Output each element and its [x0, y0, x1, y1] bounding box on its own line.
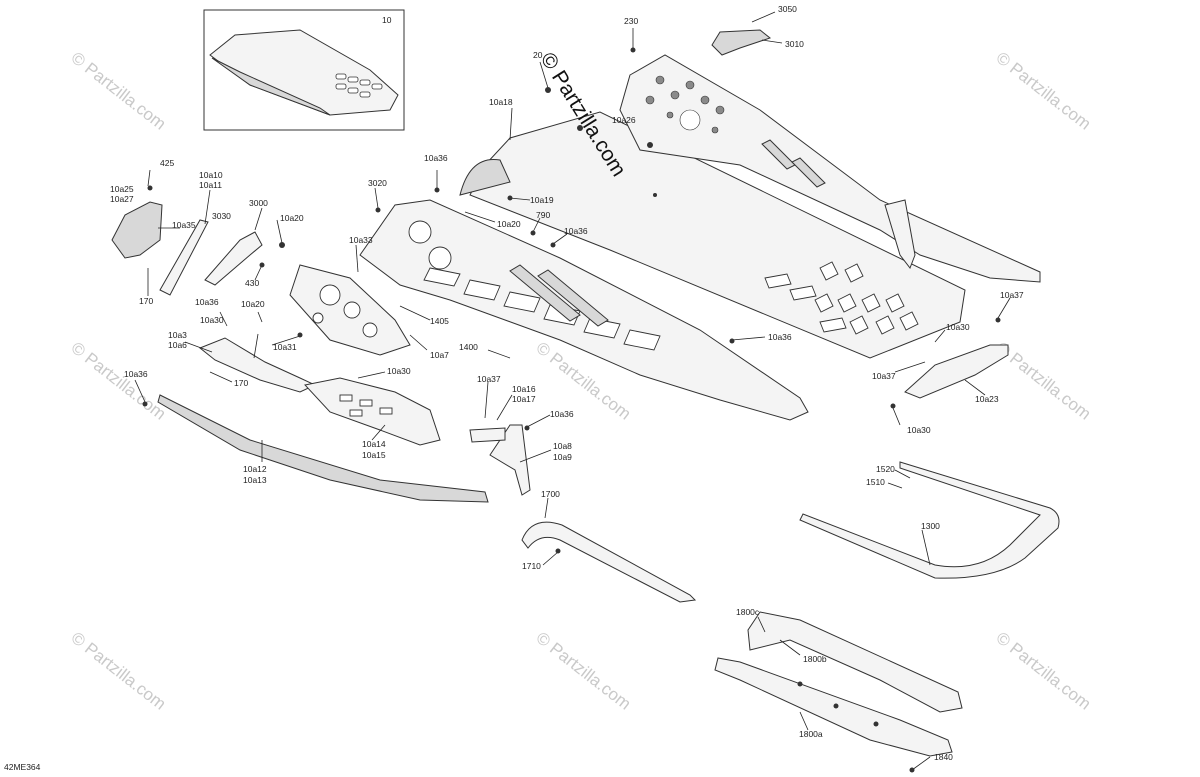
callout: 20	[533, 50, 543, 60]
callout: 1840	[934, 752, 953, 762]
top-bracket	[711, 29, 772, 56]
watermark-tile: © Partzilla.com	[533, 628, 635, 714]
callout: 10a30	[907, 425, 931, 435]
callout: 3020	[368, 178, 387, 188]
callout: 10a35	[172, 220, 196, 230]
watermark-tile: © Partzilla.com	[68, 338, 170, 424]
callout: 10a25	[110, 184, 134, 194]
callout: 10a8	[553, 441, 572, 451]
tunnel-side-left	[359, 199, 809, 421]
callout: 170	[234, 378, 248, 388]
callout: 1405	[430, 316, 449, 326]
runner-rails	[714, 611, 963, 757]
callout: 425	[160, 158, 174, 168]
callout: 10a11	[199, 180, 222, 190]
callout: 10a36	[195, 297, 219, 307]
callout: 10a18	[489, 97, 513, 107]
callout: 3010	[785, 39, 804, 49]
callout: 10a9	[553, 452, 572, 462]
inset-box: 10	[203, 9, 405, 131]
callout: 10a20	[280, 213, 304, 223]
callout: 1710	[522, 561, 541, 571]
tunnel-top-panel	[459, 111, 966, 359]
callout: 10a31	[273, 342, 297, 352]
callout: 1520	[876, 464, 895, 474]
callout: 3050	[778, 4, 797, 14]
callout: 10a30	[387, 366, 411, 376]
center-bracket	[469, 424, 531, 496]
front-bumper-strip	[157, 394, 489, 503]
callout: 10a12	[243, 464, 267, 474]
watermark-tile: © Partzilla.com	[993, 48, 1095, 134]
callout: 10a36	[564, 226, 588, 236]
callout: 170	[139, 296, 153, 306]
callout: 10a7	[430, 350, 449, 360]
callout: 10a17	[512, 394, 536, 404]
callout: 10a16	[512, 384, 536, 394]
callout: 3030	[212, 211, 231, 221]
middle-brackets	[199, 337, 441, 446]
callout: 1400	[459, 342, 478, 352]
fasteners	[142, 47, 1001, 773]
support-plate	[289, 264, 411, 356]
callout: 10a3	[168, 330, 187, 340]
callout: 10a36	[768, 332, 792, 342]
watermark-tile: © Partzilla.com	[68, 48, 170, 134]
callout: 1510	[866, 477, 885, 487]
callout: 430	[245, 278, 259, 288]
callout-labels: 230 3050 3010 20 10a18 10a26 425 10a10 1…	[110, 4, 1024, 762]
leader-lines	[134, 11, 1011, 771]
callout: 10a20	[241, 299, 265, 309]
callout: 10a20	[497, 219, 521, 229]
watermark-tile: © Partzilla.com	[993, 628, 1095, 714]
callout: 10a36	[424, 153, 448, 163]
callout: 10a37	[1000, 290, 1024, 300]
callout: 10a30	[200, 315, 224, 325]
callout: 3000	[249, 198, 268, 208]
callout: 10a14	[362, 439, 386, 449]
callout: 10a36	[550, 409, 574, 419]
callout: 10a36	[124, 369, 148, 379]
callout: 10a23	[975, 394, 999, 404]
rear-bumper	[799, 461, 1060, 579]
callout: 230	[624, 16, 638, 26]
callout: 10a6	[168, 340, 187, 350]
callout: 10a26	[612, 115, 636, 125]
callout: 10a19	[530, 195, 554, 205]
callout: 10a30	[946, 322, 970, 332]
callout: 10a15	[362, 450, 386, 460]
watermark-tile: © Partzilla.com	[68, 628, 170, 714]
callout: 10a10	[199, 170, 223, 180]
callout: 1300	[921, 521, 940, 531]
callout: 790	[536, 210, 550, 220]
callout: 10a27	[110, 194, 134, 204]
callout: 10a13	[243, 475, 267, 485]
rear-bracket	[904, 344, 1009, 399]
running-board	[521, 521, 697, 603]
callout: 1700	[541, 489, 560, 499]
callout: 10a37	[477, 374, 501, 384]
callout: 10a33	[349, 235, 373, 245]
callout: 1800b	[803, 654, 827, 664]
tunnel-side-right	[619, 54, 1041, 283]
callout: 10a37	[872, 371, 896, 381]
diagram-reference: 42ME364	[4, 762, 41, 772]
left-front-brackets	[111, 201, 263, 296]
callout: 1800c	[736, 607, 760, 617]
callout: 1800a	[799, 729, 823, 739]
inset-label: 10	[382, 15, 392, 25]
